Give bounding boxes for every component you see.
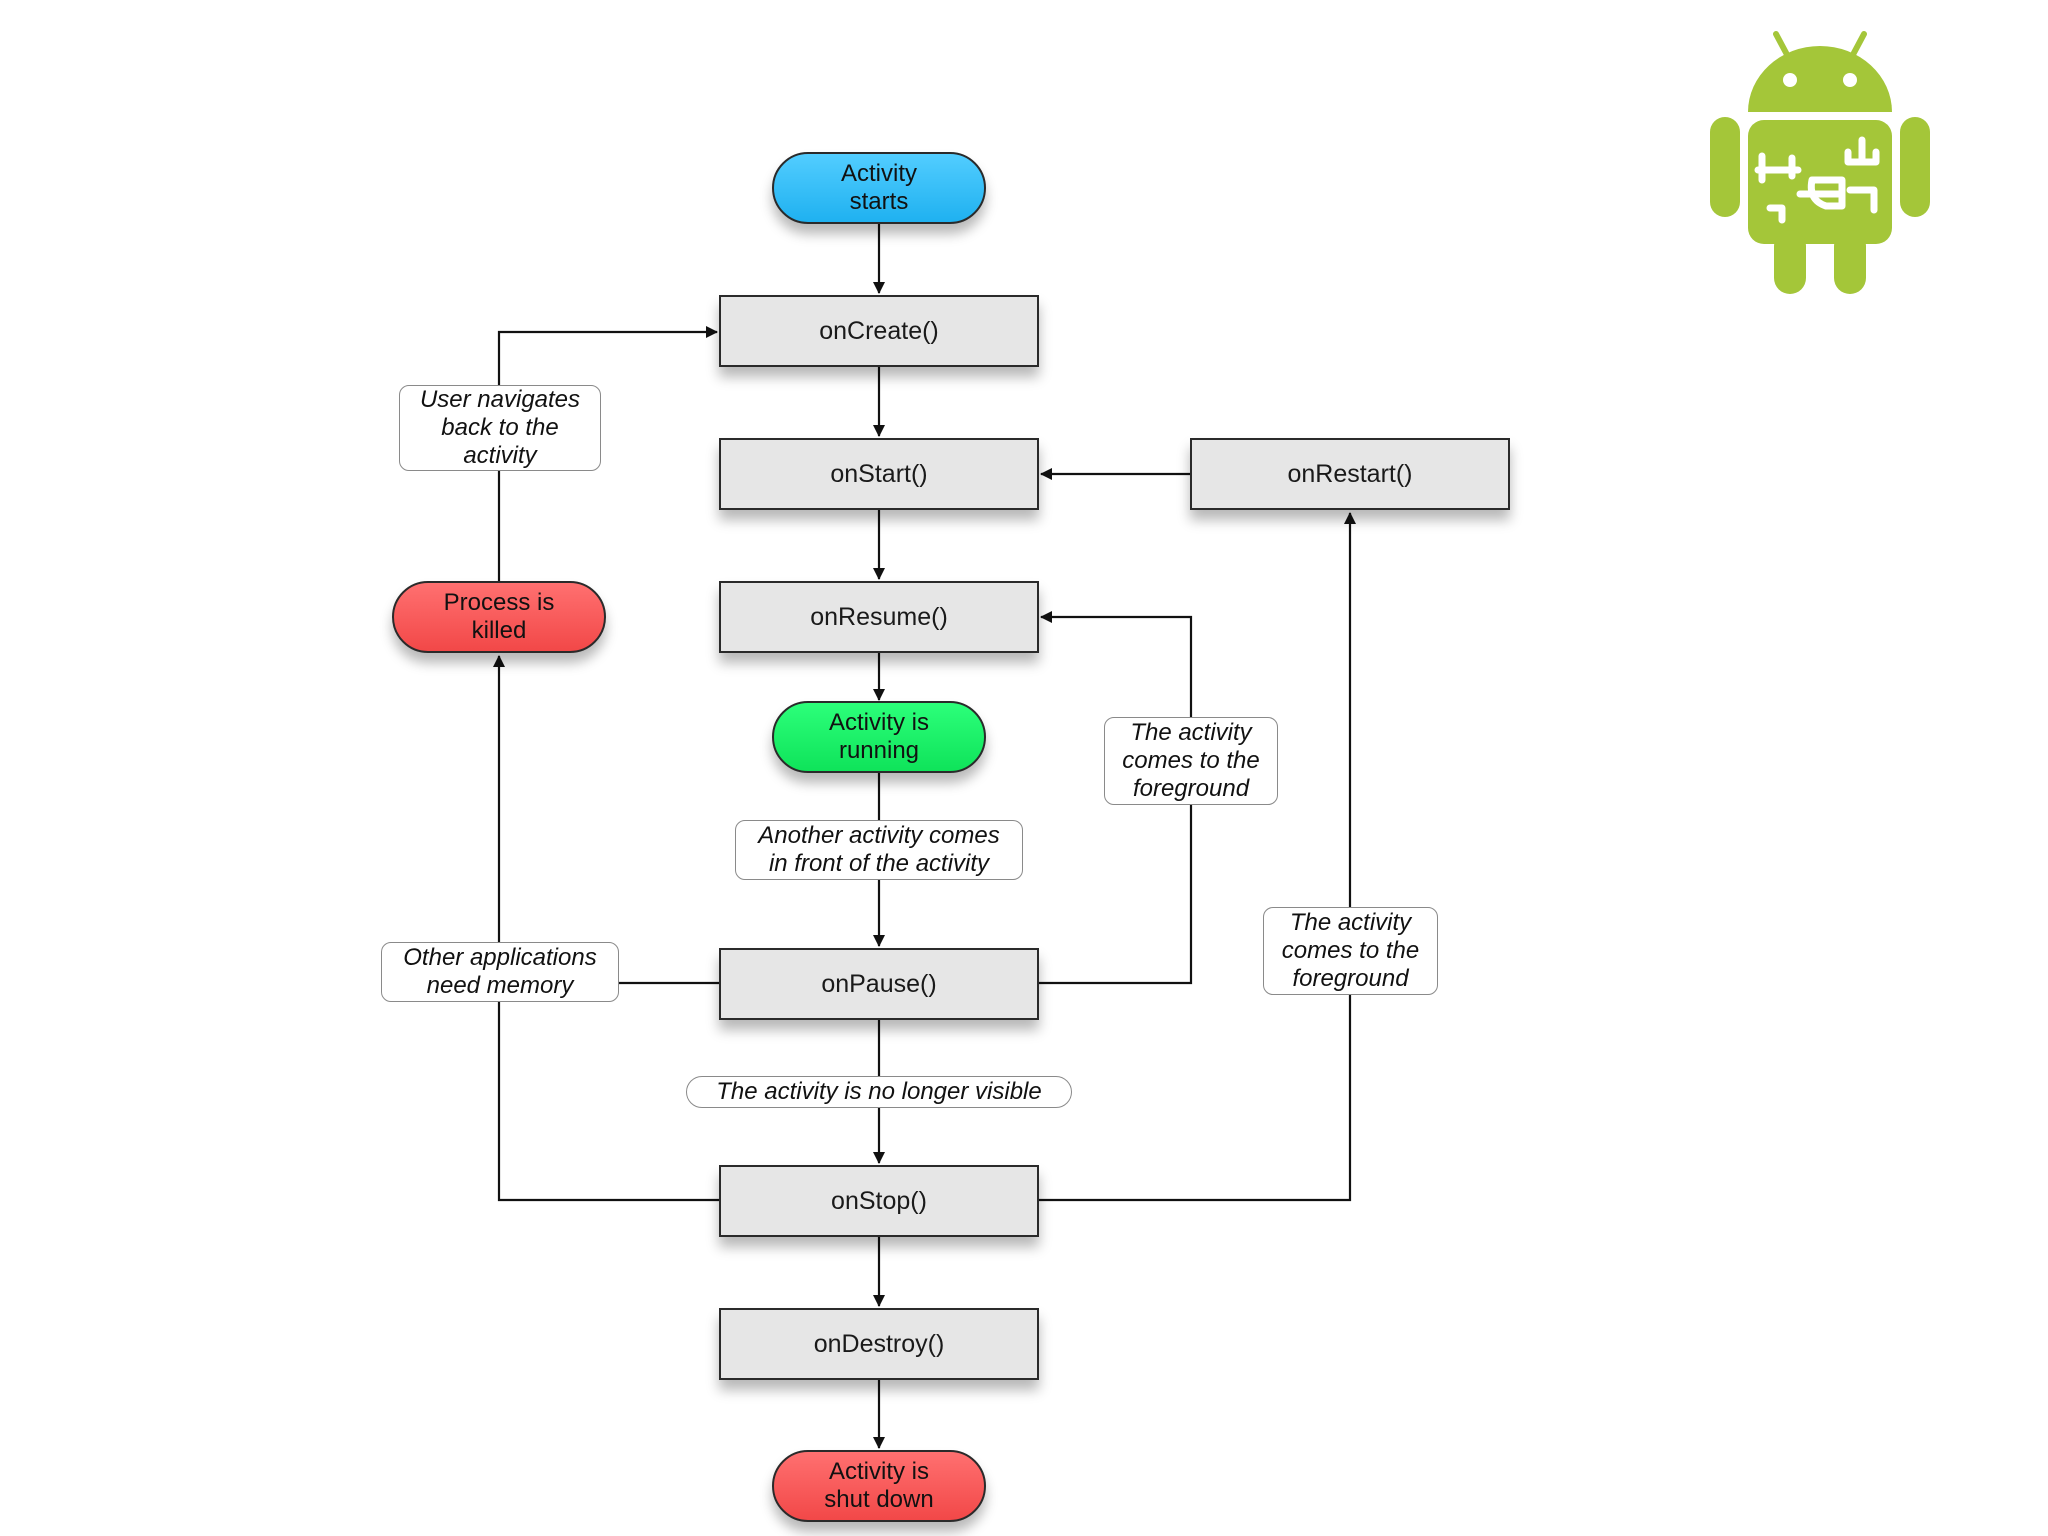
- on-destroy-box: onDestroy(): [719, 1308, 1039, 1380]
- on-pause-box: onPause(): [719, 948, 1039, 1020]
- process-killed-node: Process is killed: [392, 581, 606, 653]
- note-user-navigates-back: User navigates back to the activity: [399, 385, 601, 471]
- on-create-box: onCreate(): [719, 295, 1039, 367]
- on-restart-box: onRestart(): [1190, 438, 1510, 510]
- activity-starts-line2: starts: [849, 188, 909, 215]
- on-create-label: onCreate(): [819, 316, 939, 345]
- on-resume-label: onResume(): [810, 602, 948, 631]
- note-other-apps-memory: Other applications need memory: [381, 942, 619, 1002]
- note-user-navigates-back-line2: back to the: [441, 414, 559, 441]
- note-user-navigates-back-line1: User navigates: [419, 386, 581, 413]
- note-foreground-resume-line3: foreground: [1132, 775, 1250, 802]
- note-no-longer-visible-label: The activity is no longer visible: [716, 1078, 1042, 1105]
- activity-running-line1: Activity is: [828, 709, 929, 736]
- android-robot-icon: [1700, 30, 1940, 300]
- note-another-activity-line2: in front of the activity: [768, 850, 990, 877]
- on-destroy-label: onDestroy(): [813, 1329, 945, 1358]
- note-foreground-restart-line3: foreground: [1292, 965, 1409, 992]
- note-no-longer-visible: The activity is no longer visible: [686, 1076, 1072, 1108]
- note-other-apps-memory-line1: Other applications: [403, 944, 597, 971]
- arrow-pause-to-killed: [493, 655, 719, 985]
- on-stop-box: onStop(): [719, 1165, 1039, 1237]
- on-start-label: onStart(): [830, 459, 928, 488]
- arrow-killed-to-create: [497, 326, 718, 581]
- note-other-apps-memory-line2: need memory: [426, 972, 574, 999]
- arrow-stop-to-restart: [1039, 512, 1356, 1202]
- note-foreground-resume: The activity comes to the foreground: [1104, 717, 1278, 805]
- activity-starts-line1: Activity: [840, 160, 917, 187]
- activity-starts-node: Activity starts: [772, 152, 986, 224]
- on-restart-label: onRestart(): [1287, 459, 1413, 488]
- note-foreground-restart-line2: comes to the: [1281, 937, 1420, 964]
- on-resume-box: onResume(): [719, 581, 1039, 653]
- activity-running-node: Activity is running: [772, 701, 986, 773]
- note-foreground-restart-line1: The activity: [1289, 909, 1412, 936]
- process-killed-line1: Process is: [443, 589, 555, 616]
- activity-shut-down-line2: shut down: [824, 1486, 934, 1513]
- activity-shut-down-node: Activity is shut down: [772, 1450, 986, 1522]
- note-user-navigates-back-line3: activity: [463, 442, 537, 469]
- note-foreground-resume-line1: The activity: [1130, 719, 1252, 746]
- note-foreground-restart: The activity comes to the foreground: [1263, 907, 1438, 995]
- activity-running-line2: running: [838, 737, 920, 764]
- note-another-activity: Another activity comes in front of the a…: [735, 820, 1023, 880]
- process-killed-line2: killed: [471, 617, 527, 644]
- line-stop-to-memory: [497, 983, 719, 1202]
- note-foreground-resume-line2: comes to the: [1122, 747, 1260, 774]
- activity-shut-down-line1: Activity is: [828, 1458, 929, 1485]
- on-stop-label: onStop(): [831, 1186, 927, 1215]
- on-start-box: onStart(): [719, 438, 1039, 510]
- note-another-activity-line1: Another activity comes: [758, 822, 1000, 849]
- on-pause-label: onPause(): [821, 969, 937, 998]
